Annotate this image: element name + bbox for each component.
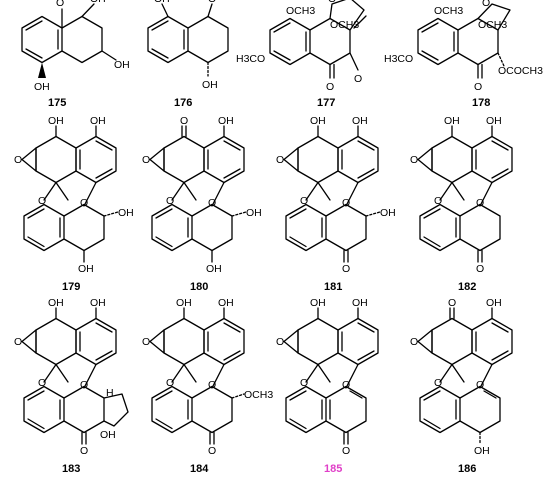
atom-label: O — [476, 263, 484, 275]
atom-label: OH — [100, 429, 116, 441]
atom-label: OCH3 — [478, 19, 507, 31]
atom-label: OH — [34, 81, 50, 93]
atom-label: O — [38, 377, 46, 389]
atom-label: OH — [218, 115, 234, 127]
atom-label: O — [208, 445, 216, 457]
compound-186: O OH O O O OH — [410, 297, 513, 457]
atom-label: O — [276, 154, 284, 166]
compound-180: O OH O O O OH OH — [142, 115, 262, 275]
atom-label: OH — [486, 297, 502, 309]
atom-label: O — [328, 0, 336, 5]
compound-184: OH OH O O O OCH3 O — [142, 297, 273, 457]
compound-label-186: 186 — [458, 463, 476, 475]
compound-label-183: 183 — [62, 463, 80, 475]
atom-label: O — [56, 0, 64, 9]
atom-label: O — [326, 81, 334, 93]
atom-label: OH — [474, 445, 490, 457]
atom-label: O — [14, 154, 22, 166]
atom-label: H3CO — [236, 53, 265, 65]
atom-label: OCH3 — [330, 19, 359, 31]
compound-179: OH OH O O O OH OH — [14, 115, 134, 275]
atom-label: OH — [202, 79, 218, 91]
compound-label-181: 181 — [324, 281, 342, 293]
atom-label: OH — [218, 297, 234, 309]
compound-178: OCH3 O OCH3 H3CO O OCOCH3 — [384, 0, 543, 93]
atom-label: OH — [206, 263, 222, 275]
atom-label: O — [208, 0, 216, 5]
atom-label: O — [342, 197, 350, 209]
compound-label-177: 177 — [317, 97, 335, 109]
compound-label-179: 179 — [62, 281, 80, 293]
compound-181: OH OH O O O OH O — [276, 115, 396, 275]
atom-label: O — [14, 336, 22, 348]
atom-label: O — [342, 379, 350, 391]
atom-label: OH — [78, 263, 94, 275]
atom-label: O — [342, 263, 350, 275]
atom-label: O — [448, 297, 456, 309]
atom-label: OH — [90, 115, 106, 127]
compound-label-185: 185 — [324, 463, 342, 475]
atom-label: O — [410, 154, 418, 166]
atom-label: O — [276, 336, 284, 348]
atom-label: OCH3 — [286, 5, 315, 17]
atom-label: O — [434, 195, 442, 207]
atom-label: O — [476, 379, 484, 391]
compound-176: OH O OH — [147, 0, 229, 91]
atom-label: O — [208, 379, 216, 391]
atom-label: O — [38, 195, 46, 207]
compound-label-178: 178 — [472, 97, 490, 109]
compound-label-176: 176 — [174, 97, 192, 109]
atom-label: OH — [310, 297, 326, 309]
atom-label: O — [342, 445, 350, 457]
atom-label: O — [208, 197, 216, 209]
atom-label: O — [80, 197, 88, 209]
atom-label: O — [80, 379, 88, 391]
compound-label-180: 180 — [190, 281, 208, 293]
atom-label: O — [166, 195, 174, 207]
atom-label: OH — [114, 59, 130, 71]
atom-label: OH — [48, 115, 64, 127]
atom-label: O — [142, 336, 150, 348]
atom-label: O — [482, 0, 490, 9]
atom-label: OH — [118, 207, 134, 219]
atom-label: H — [106, 387, 114, 399]
atom-label: OH — [90, 0, 106, 5]
atom-label: OH — [444, 115, 460, 127]
atom-label: OH — [90, 297, 106, 309]
atom-label: O — [142, 154, 150, 166]
atom-label: OH — [486, 115, 502, 127]
atom-label: O — [80, 445, 88, 457]
atom-label: OCH3 — [244, 389, 273, 401]
compound-182: OH OH O O O O — [410, 115, 513, 275]
atom-label: OH — [380, 207, 396, 219]
atom-label: O — [434, 377, 442, 389]
atom-label: O — [300, 195, 308, 207]
compound-185: OH OH O O O O — [276, 297, 379, 457]
compound-175: O OH OH OH — [21, 0, 130, 93]
atom-label: OH — [352, 115, 368, 127]
compound-label-182: 182 — [458, 281, 476, 293]
atom-label: O — [300, 377, 308, 389]
atom-label: O — [474, 81, 482, 93]
atom-label: OCOCH3 — [498, 65, 543, 77]
atom-label: OH — [48, 297, 64, 309]
compound-label-184: 184 — [190, 463, 209, 475]
atom-label: O — [180, 115, 188, 127]
atom-label: OH — [246, 207, 262, 219]
compound-label-175: 175 — [48, 97, 66, 109]
atom-label: O — [166, 377, 174, 389]
atom-label: O — [476, 197, 484, 209]
atom-label: OCH3 — [434, 5, 463, 17]
atom-label: OH — [176, 297, 192, 309]
atom-label: O — [410, 336, 418, 348]
atom-label: H3CO — [384, 53, 413, 65]
atom-label: OH — [154, 0, 170, 5]
atom-label: OH — [310, 115, 326, 127]
atom-label: O — [354, 73, 362, 85]
atom-label: OH — [352, 297, 368, 309]
compound-183: OH OH O O O H O OH — [14, 297, 129, 457]
compound-177: OCH3 O OCH3 H3CO O O — [236, 0, 367, 93]
